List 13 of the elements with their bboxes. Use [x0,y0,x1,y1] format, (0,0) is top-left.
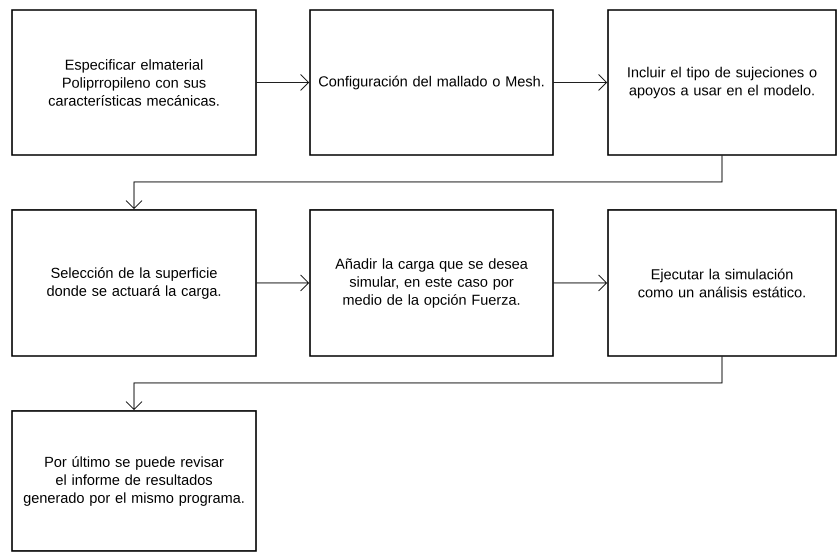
process-box: Añadir la carga que se desea simular, en este caso por medio de la opción Fuerza. [309,209,554,357]
arrow [256,274,310,292]
process-box: Ejecutar la simulación como un análisis estático. [607,209,837,357]
process-box: Selección de la superficie donde se actuará la carga. [11,209,257,357]
process-box: Por último se puede revisar el informe de resultados generado por el mismo programa. [11,410,257,552]
arrow [126,155,722,210]
arrow [256,74,310,91]
process-box: Incluir el tipo de sujeciones o apoyos a usar en el modelo. [607,9,837,156]
arrow [553,274,608,292]
process-box: Especificar elmaterial Poliprropileno con sus características mecánicas. [11,9,257,156]
process-box: Configuración del mallado o Mesh. [309,9,554,156]
arrow [553,74,608,91]
arrow [126,356,722,410]
